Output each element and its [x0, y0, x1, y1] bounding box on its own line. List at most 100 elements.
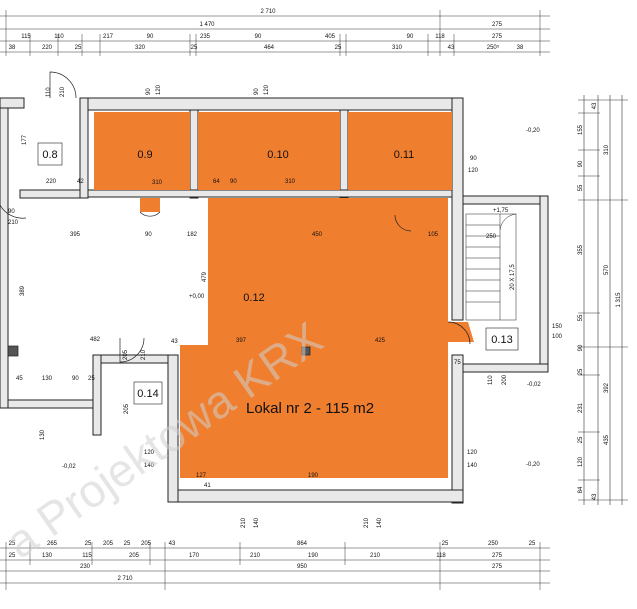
- dim-int-12: 395: [70, 232, 81, 238]
- room-0.9-label: 0.9: [137, 149, 152, 161]
- dim-right-c1-7: 25: [578, 368, 584, 375]
- dim-top-r4-10: 38: [517, 45, 524, 51]
- room-0.14-label: 0.14: [137, 388, 158, 400]
- dim-int-47: 90: [230, 179, 237, 185]
- room-0.10-fill: [198, 112, 340, 190]
- dim-int-17: 479: [202, 271, 208, 282]
- dim-int-8: 220: [46, 179, 57, 185]
- dim-bot-r3-2: 275: [492, 564, 503, 570]
- dim-top-r3-6: 405: [325, 34, 336, 40]
- dim-bot-overall: 2 710: [117, 576, 133, 582]
- dim-bot-r2-0: 25: [9, 553, 16, 559]
- stair-note: 20 X 17,5: [510, 264, 516, 290]
- dim-right-c1-2: 90: [578, 160, 584, 167]
- room-0.8-box: [37, 142, 63, 166]
- dim-int-51: 43: [171, 339, 178, 345]
- dim-top-r3-9: 275: [492, 34, 503, 40]
- dim-int-9: 42: [77, 179, 84, 185]
- dim-top-r3-4: 235: [200, 34, 211, 40]
- dim-int-53: 75: [454, 360, 461, 366]
- dim-int-41: 110: [488, 375, 494, 385]
- dim-int-19: 482: [90, 337, 101, 343]
- dim-int-7: 120: [264, 84, 270, 95]
- dim-int-3: 177: [22, 134, 28, 145]
- dim-right-c3-0: 1 315: [616, 292, 622, 308]
- room-0.11-fill: [348, 112, 452, 190]
- dim-int-32: 120: [467, 450, 478, 456]
- level-markers: -0,20 -0,20 -0,02 -0,02 +0,00 +1,75 20 X…: [62, 128, 541, 470]
- dim-int-2: 210: [60, 86, 66, 97]
- dim-right-c1-12: 43: [592, 493, 598, 500]
- dim-int-21: 210: [141, 349, 147, 360]
- dim-top-r4-5: 464: [264, 45, 275, 51]
- dim-int-22: 130: [42, 376, 53, 382]
- dim-right-c2-3: 435: [604, 434, 610, 445]
- level-center: +0,00: [189, 294, 205, 300]
- dim-int-5: 120: [156, 84, 162, 95]
- dim-top-r3-1: 110: [54, 34, 64, 40]
- dim-top-r4-2: 25: [75, 45, 82, 51]
- dim-bot-r1-1: 265: [47, 541, 58, 547]
- room-0.11-label: 0.11: [394, 149, 415, 161]
- room-0.13-box: [485, 327, 519, 351]
- dim-int-48: 310: [285, 179, 296, 185]
- stair-treads: [465, 213, 517, 321]
- walls: [0, 97, 549, 504]
- dimension-lines-top: [0, 10, 550, 56]
- room-0.9-fill: [94, 112, 190, 190]
- dim-top-r4-3: 320: [135, 45, 146, 51]
- dim-top-r4-4: 25: [191, 45, 198, 51]
- dim-int-49: 190: [308, 473, 319, 479]
- dim-int-35: 140: [254, 517, 260, 528]
- dim-int-40: 100: [552, 334, 563, 340]
- dim-bot-r1-8: 25: [442, 541, 449, 547]
- dim-int-13: 90: [145, 232, 152, 238]
- dim-int-30: 120: [144, 450, 155, 456]
- highlight-areas: [94, 112, 474, 478]
- level-bottom-left: -0,02: [62, 464, 76, 470]
- dim-int-16: 105: [428, 232, 439, 238]
- dim-int-11: 210: [8, 220, 19, 226]
- dim-bot-r1-3: 205: [103, 541, 114, 547]
- dim-right-c1-10: 120: [578, 456, 584, 467]
- dim-int-44: 120: [468, 168, 479, 174]
- dim-int-28: 425: [375, 338, 386, 344]
- dim-top-r4-8: 43: [448, 45, 455, 51]
- dim-bot-r2-2: 115: [82, 553, 92, 559]
- level-top-right: -0,20: [526, 128, 540, 134]
- level-stair: +1,75: [493, 208, 509, 214]
- dim-top-r4-6: 25: [335, 45, 342, 51]
- dim-int-27: 397: [236, 338, 247, 344]
- level-right-mid: -0,02: [527, 382, 541, 388]
- dim-int-33: 140: [467, 463, 478, 469]
- room-0.8-label: 0.8: [42, 149, 57, 161]
- dim-int-42: 200: [502, 374, 508, 385]
- dim-top-r4-7: 310: [392, 45, 403, 51]
- dim-right-c1-11: 84: [578, 486, 584, 493]
- dim-int-23: 90: [72, 376, 79, 382]
- dim-right-c1-3: 55: [578, 184, 584, 191]
- dim-bot-r3-0: 230: [80, 564, 91, 570]
- dim-bot-r2-1: 130: [42, 553, 53, 559]
- dim-top-r4-1: 220: [42, 45, 53, 51]
- level-bottom-right: -0,20: [526, 462, 540, 468]
- dim-int-10: 90: [8, 209, 15, 215]
- dim-int-4: 90: [146, 88, 152, 95]
- dim-int-1: 110: [46, 87, 52, 97]
- dim-top-r3-5: 90: [255, 34, 262, 40]
- dim-bot-r2-7: 210: [370, 553, 381, 559]
- dim-top-r3-0: 115: [21, 34, 31, 40]
- dim-int-25: 45: [16, 376, 23, 382]
- dim-bot-r2-5: 210: [250, 553, 261, 559]
- dim-top-r2-1: 275: [492, 22, 503, 28]
- dim-int-6: 90: [254, 88, 260, 95]
- dim-bot-r1-4: 25: [124, 541, 131, 547]
- dim-right-c2-2: 392: [604, 382, 610, 393]
- interior-dimensions: 110 210 177 90 120 90 120 220 42 90 210 …: [8, 84, 563, 528]
- dim-int-36: 210: [364, 517, 370, 528]
- dim-int-45: 310: [152, 180, 163, 186]
- dim-int-37: 140: [377, 517, 383, 528]
- dim-bot-r1-7: 864: [297, 541, 308, 547]
- dim-right-c1-9: 25: [578, 436, 584, 443]
